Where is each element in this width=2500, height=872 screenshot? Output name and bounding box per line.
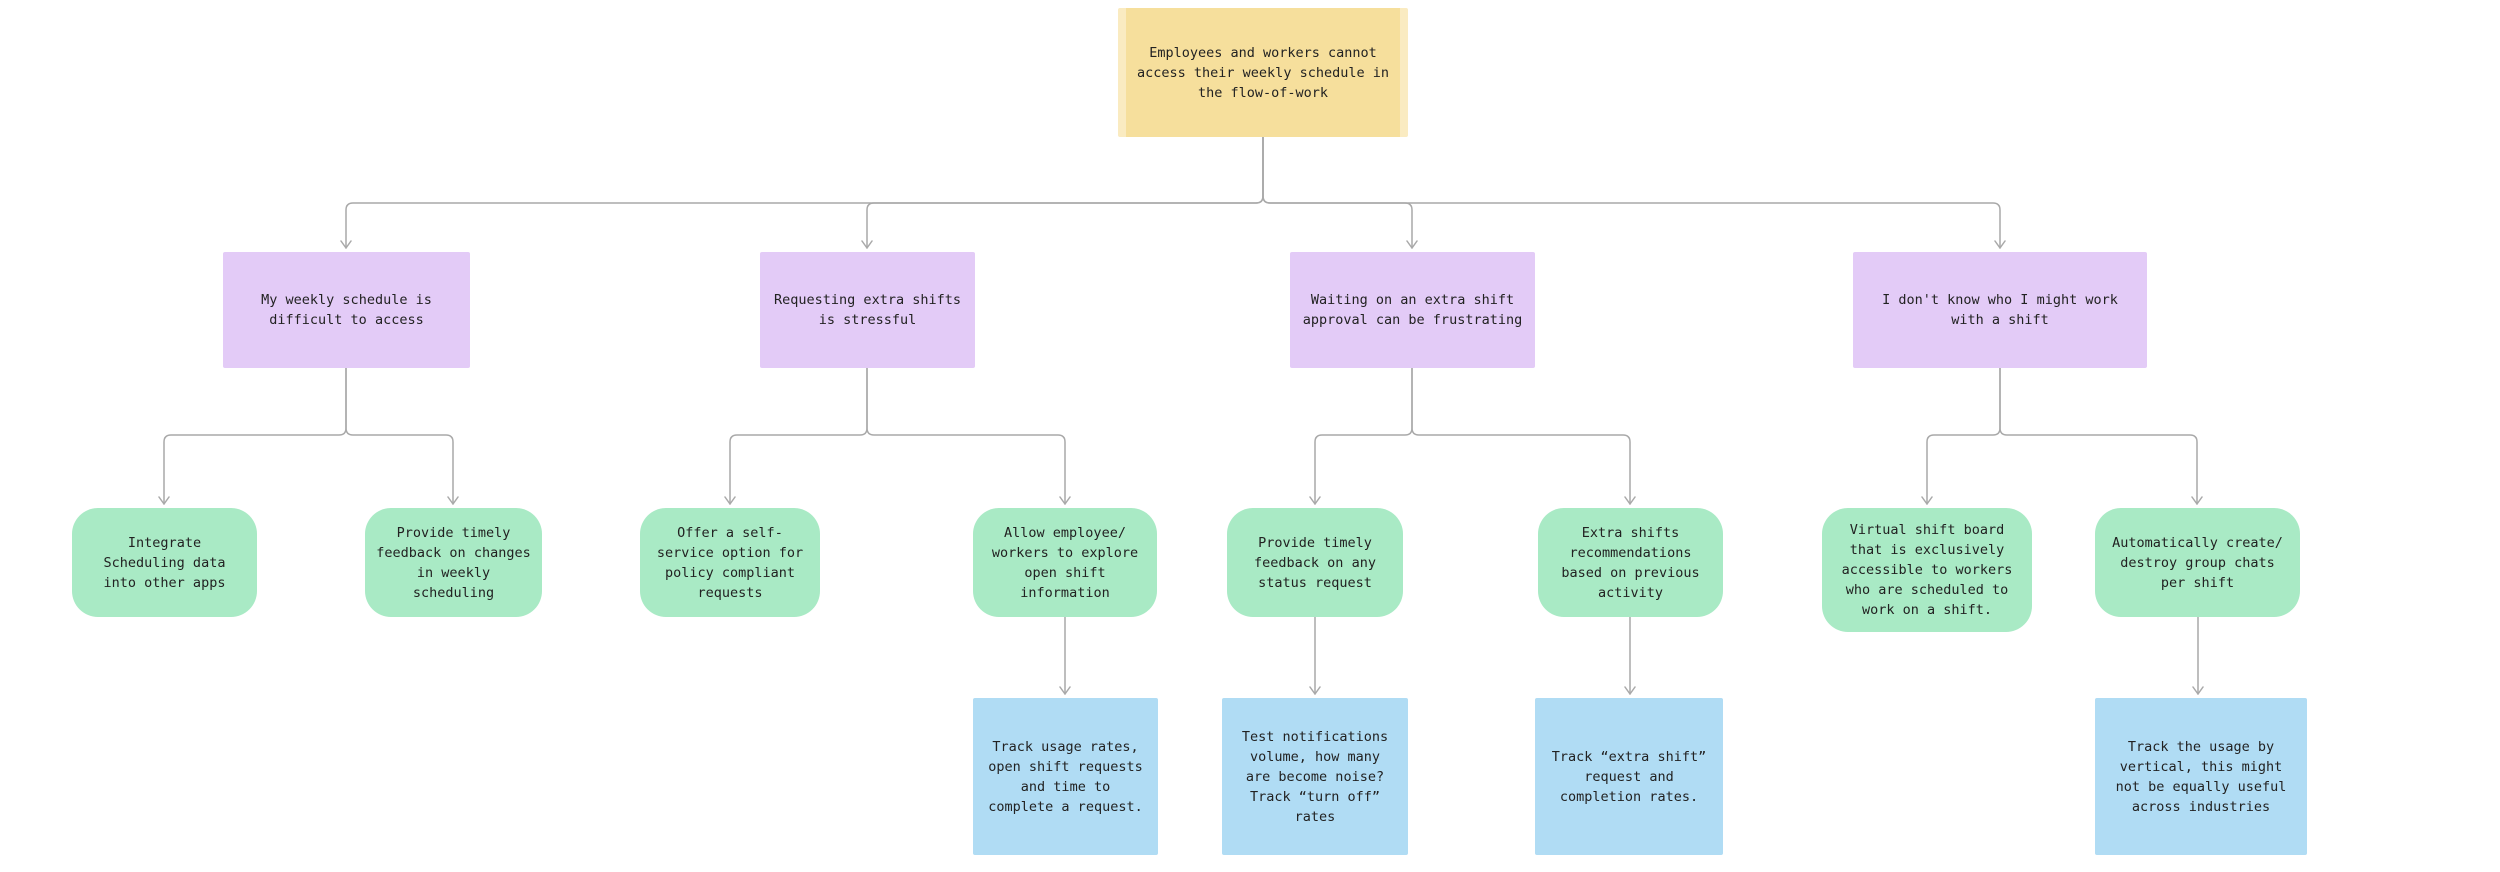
node-solution-auto-group-chats[interactable]: Automatically create/ destroy group chat…	[2095, 508, 2300, 617]
node-metric-extra-shift-completion[interactable]: Track “extra shift” request and completi…	[1535, 698, 1723, 855]
node-metric-usage-by-vertical[interactable]: Track the usage by vertical, this might …	[2095, 698, 2307, 855]
node-solution-label: Extra shifts recommendations based on pr…	[1561, 524, 1700, 601]
node-pain-approval-waiting[interactable]: Waiting on an extra shift approval can b…	[1290, 252, 1535, 368]
node-solution-timely-feedback-changes[interactable]: Provide timely feedback on changes in we…	[365, 508, 542, 617]
node-solution-virtual-shift-board[interactable]: Virtual shift board that is exclusively …	[1822, 508, 2032, 632]
edge-root-to-pain-2	[861, 136, 1264, 249]
node-metric-notification-volume[interactable]: Test notifications volume, how many are …	[1222, 698, 1408, 855]
node-solution-label: Integrate Scheduling data into other app…	[103, 534, 226, 591]
node-metric-usage-rates[interactable]: Track usage rates, open shift requests a…	[973, 698, 1158, 855]
node-metric-label: Test notifications volume, how many are …	[1241, 728, 1389, 825]
node-solution-shift-recommendations[interactable]: Extra shifts recommendations based on pr…	[1538, 508, 1723, 617]
node-solution-self-service[interactable]: Offer a self- service option for policy …	[640, 508, 820, 617]
node-pain-unknown-coworkers[interactable]: I don't know who I might work with a shi…	[1853, 252, 2147, 368]
edge-pain4-to-solution8	[1999, 367, 2203, 505]
node-pain-label: My weekly schedule is difficult to acces…	[261, 292, 432, 328]
node-pain-extra-shifts-stressful[interactable]: Requesting extra shifts is stressful	[760, 252, 975, 368]
node-pain-label: Requesting extra shifts is stressful	[774, 292, 961, 328]
node-solution-label: Offer a self- service option for policy …	[656, 524, 804, 601]
edge-pain1-to-solution1	[158, 367, 347, 505]
node-metric-label: Track usage rates, open shift requests a…	[988, 738, 1143, 815]
edge-pain4-to-solution7	[1921, 367, 2001, 505]
node-pain-schedule-access[interactable]: My weekly schedule is difficult to acces…	[223, 252, 470, 368]
edge-pain3-to-solution5	[1309, 367, 1413, 505]
node-pain-label: I don't know who I might work with a shi…	[1882, 292, 2118, 328]
edge-pain2-to-solution4	[866, 367, 1071, 505]
edge-root-to-pain-3	[1262, 136, 1418, 249]
node-solution-label: Allow employee/ workers to explore open …	[991, 524, 1139, 601]
edge-root-to-pain-4	[1262, 136, 2006, 249]
node-metric-label: Track “extra shift” request and completi…	[1551, 748, 1707, 805]
node-solution-label: Automatically create/ destroy group chat…	[2112, 534, 2283, 591]
node-pain-label: Waiting on an extra shift approval can b…	[1302, 292, 1523, 328]
node-solution-label: Provide timely feedback on changes in we…	[376, 524, 531, 601]
node-root-problem[interactable]: Employees and workers cannot access thei…	[1118, 8, 1408, 137]
edge-pain3-to-solution6	[1411, 367, 1636, 505]
node-metric-label: Track the usage by vertical, this might …	[2115, 738, 2287, 815]
node-solution-label: Virtual shift board that is exclusively …	[1841, 522, 2013, 618]
node-solution-label: Provide timely feedback on any status re…	[1254, 534, 1376, 591]
node-solution-explore-open-shifts[interactable]: Allow employee/ workers to explore open …	[973, 508, 1157, 617]
edge-root-to-pain-1	[340, 136, 1264, 249]
edge-pain2-to-solution3	[724, 367, 868, 505]
node-root-problem-label: Employees and workers cannot access thei…	[1137, 44, 1389, 101]
node-solution-status-feedback[interactable]: Provide timely feedback on any status re…	[1227, 508, 1403, 617]
node-solution-integrate-data[interactable]: Integrate Scheduling data into other app…	[72, 508, 257, 617]
edge-pain1-to-solution2	[345, 367, 459, 505]
